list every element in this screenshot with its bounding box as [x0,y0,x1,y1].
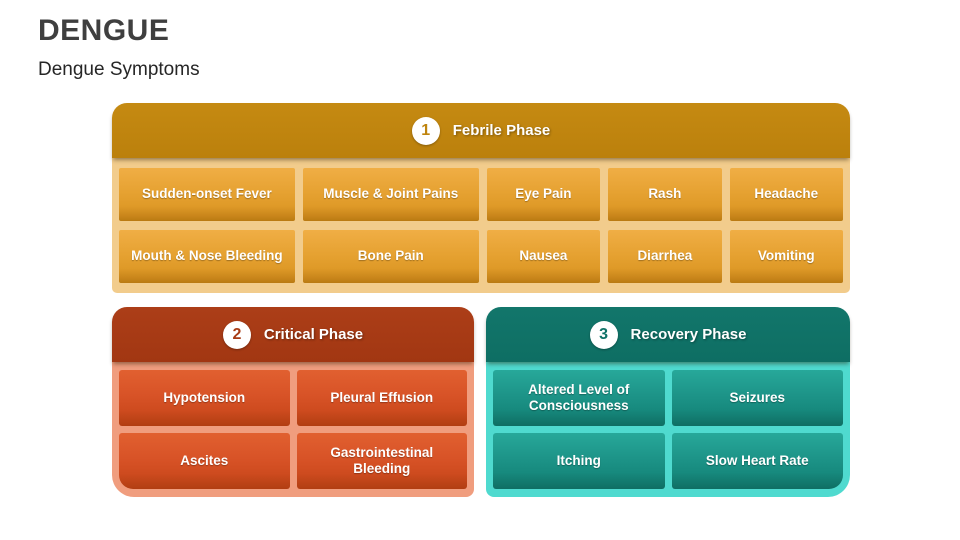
phase-title: Critical Phase [263,326,364,343]
symptom-item: Bone Pain [302,230,479,283]
phase-number-badge: 2 [222,320,251,349]
critical-phase-header: 2 Critical Phase [112,307,474,362]
page-subtitle: Dengue Symptoms [38,59,200,80]
symptom-item: Mouth & Nose Bleeding [119,230,295,283]
symptom-item: Eye Pain [486,168,601,221]
symptom-item: Sudden-onset Fever [119,168,295,221]
symptom-item: Hypotension [119,370,290,426]
febrile-phase-panel: 1 Febrile Phase Sudden-onset Fever Muscl… [112,103,850,293]
symptom-item: Seizures [671,370,843,426]
recovery-phase-panel: 3 Recovery Phase Altered Level of Consci… [486,307,850,497]
symptom-item: Itching [493,433,665,489]
recovery-phase-body: Altered Level of Consciousness Seizures … [486,362,850,497]
critical-phase-panel: 2 Critical Phase Hypotension Pleural Eff… [112,307,474,497]
symptom-item: Gastrointestinal Bleeding [296,433,467,489]
symptom-item: Headache [729,168,843,221]
phase-number: 3 [599,325,608,343]
phase-number-badge: 3 [589,320,618,349]
febrile-phase-header: 1 Febrile Phase [112,103,850,158]
symptom-item: Altered Level of Consciousness [493,370,665,426]
symptom-item: Muscle & Joint Pains [302,168,479,221]
symptom-item: Vomiting [729,230,843,283]
phase-number: 1 [421,121,431,139]
page-title: DENGUE [38,14,170,47]
phase-title: Recovery Phase [630,326,747,343]
symptom-item: Ascites [119,433,290,489]
recovery-phase-header: 3 Recovery Phase [486,307,850,362]
phase-number-badge: 1 [411,116,440,145]
symptom-item: Nausea [486,230,601,283]
symptom-item: Pleural Effusion [296,370,467,426]
symptom-item: Diarrhea [608,230,722,283]
critical-phase-body: Hypotension Pleural Effusion Ascites Gas… [112,362,474,497]
phase-title: Febrile Phase [452,122,551,139]
phase-number: 2 [232,325,242,343]
symptom-item: Slow Heart Rate [671,433,843,489]
febrile-phase-body: Sudden-onset Fever Muscle & Joint Pains … [112,158,850,293]
symptom-item: Rash [608,168,722,221]
